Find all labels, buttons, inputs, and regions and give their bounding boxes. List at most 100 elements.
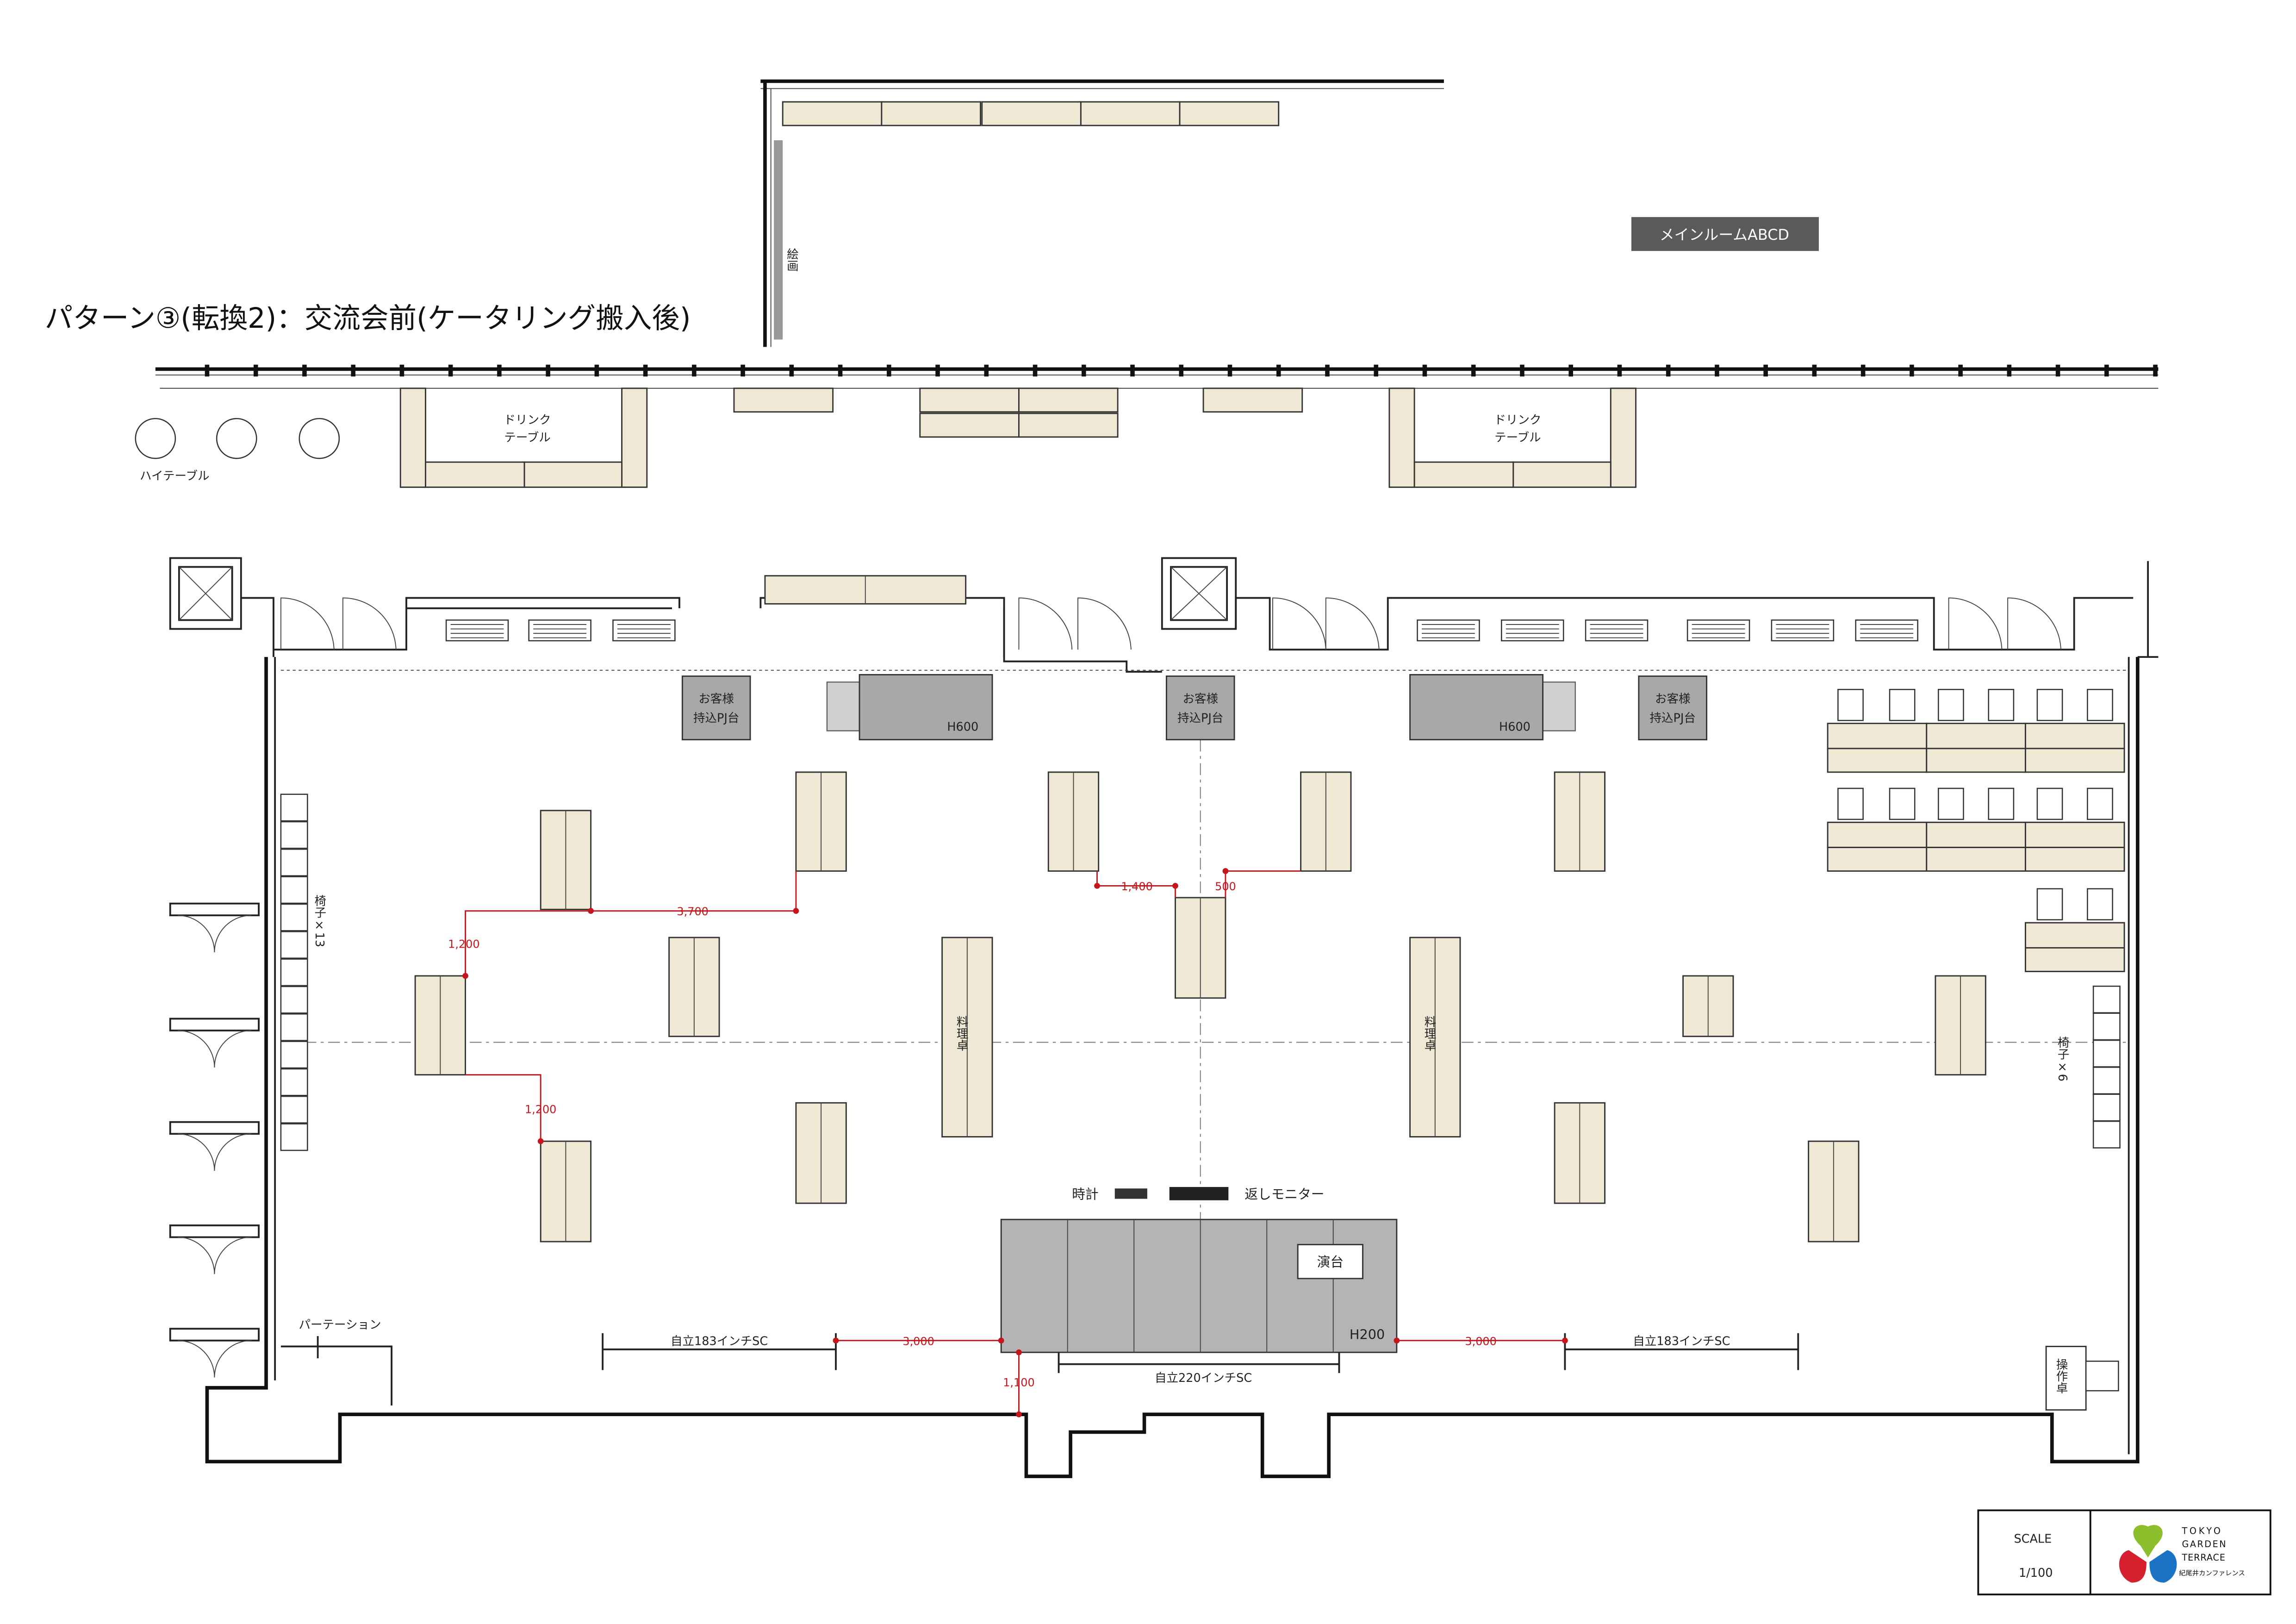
chair — [2036, 689, 2063, 721]
catering-table — [2024, 821, 2125, 848]
table — [668, 937, 720, 1037]
table — [1018, 387, 1119, 413]
chair — [280, 1041, 308, 1069]
mullion — [1179, 364, 1184, 377]
high-table — [135, 418, 176, 459]
mullion — [1033, 364, 1038, 377]
catering-table — [1926, 821, 2026, 848]
mullion — [1471, 364, 1476, 377]
chair — [280, 849, 308, 877]
mullion — [1325, 364, 1330, 377]
catering-table — [2024, 947, 2125, 972]
chair — [2092, 1039, 2121, 1068]
dim-500: 500 — [1215, 880, 1236, 893]
chair — [280, 903, 308, 931]
mullion — [2104, 364, 2109, 377]
pj-stand-label-1: お客様 — [1182, 692, 1218, 706]
mullion — [1422, 364, 1427, 377]
table — [881, 101, 981, 126]
chair — [280, 931, 308, 959]
mullion — [1763, 364, 1768, 377]
table — [1554, 771, 1605, 872]
page-title: パターン③(転換2)：交流会前(ケータリング搬入後) — [45, 302, 691, 335]
table — [1409, 937, 1461, 1138]
drink-table-side — [1610, 387, 1636, 488]
mullion — [887, 364, 891, 377]
vent — [528, 619, 591, 642]
side-door — [169, 1328, 260, 1378]
catering-table — [1827, 748, 1928, 773]
dim-3000-right: 3,000 — [1465, 1335, 1496, 1348]
door-swing — [1018, 597, 1073, 650]
chair — [280, 1095, 308, 1124]
table — [540, 1140, 592, 1243]
catering-table — [2024, 847, 2125, 872]
vent — [445, 619, 509, 642]
side-door — [169, 902, 260, 952]
chair — [2092, 1012, 2121, 1041]
table — [782, 101, 883, 126]
mullion — [594, 364, 599, 377]
table — [795, 771, 847, 872]
mullion — [1715, 364, 1719, 377]
mullion — [302, 364, 307, 377]
mullion — [838, 364, 843, 377]
vent — [1585, 619, 1649, 642]
mullion — [1860, 364, 1866, 377]
staging-tables — [399, 101, 1636, 488]
catering-table — [1926, 748, 2026, 773]
mullion — [1568, 364, 1573, 377]
chair — [2092, 986, 2121, 1013]
scale-label: SCALE — [2014, 1532, 2052, 1546]
screen-center: 自立220インチSC — [1058, 1352, 1340, 1385]
door-swing — [280, 597, 335, 650]
chairs-left-label: 椅子×13 — [312, 895, 326, 947]
ceiling-vents — [445, 619, 1918, 642]
mullion — [1666, 364, 1671, 377]
corridor-fragment — [760, 79, 1444, 347]
logo-line-3: TERRACE — [2181, 1552, 2225, 1563]
mullion — [789, 364, 794, 377]
mullion — [1812, 364, 1817, 377]
h600-label: H600 — [1499, 720, 1531, 734]
mullion — [984, 364, 989, 377]
drink-table-label-2b: テーブル — [1494, 431, 1541, 445]
drink-table-side — [621, 387, 648, 488]
chair — [2092, 1093, 2121, 1122]
high-table — [299, 418, 340, 459]
table — [540, 810, 592, 910]
main-room-walls — [169, 557, 2159, 1478]
chairs — [280, 689, 2121, 1151]
mullion — [448, 364, 453, 377]
door-swing — [1948, 597, 2003, 650]
chair — [2092, 1120, 2121, 1149]
mullion — [1130, 364, 1135, 377]
drink-table-label-2a: ドリンク — [1494, 413, 1541, 427]
vent — [1417, 619, 1480, 642]
mullion — [2055, 364, 2060, 377]
vent — [1501, 619, 1564, 642]
clock-label: 時計 — [1072, 1187, 1098, 1202]
dim-1100: 1,100 — [1003, 1376, 1034, 1389]
mullion — [1081, 364, 1086, 377]
table — [941, 937, 993, 1138]
dim-3000-left: 3,000 — [902, 1335, 934, 1348]
drink-table — [425, 461, 525, 488]
table — [1175, 897, 1226, 999]
screen-center-label: 自立220インチSC — [1155, 1371, 1252, 1385]
doors — [169, 597, 2061, 1378]
podium — [1297, 1243, 1363, 1280]
catering-table — [1827, 821, 1928, 848]
high-table-label: ハイテーブル — [140, 469, 209, 483]
drink-table — [1512, 461, 1612, 488]
mullion — [205, 364, 210, 377]
screen-right: 自立183インチSC — [1564, 1333, 1799, 1370]
upper-wall — [155, 364, 2159, 389]
control-desk: 操作卓 — [2045, 1346, 2119, 1411]
chair — [1937, 787, 1964, 820]
food-table-label-right: 料理卓 — [1422, 1016, 1436, 1051]
stage-height-label: H200 — [1350, 1327, 1385, 1343]
door-swing — [1077, 597, 1132, 650]
logo-line-2: GARDEN — [2182, 1539, 2227, 1549]
